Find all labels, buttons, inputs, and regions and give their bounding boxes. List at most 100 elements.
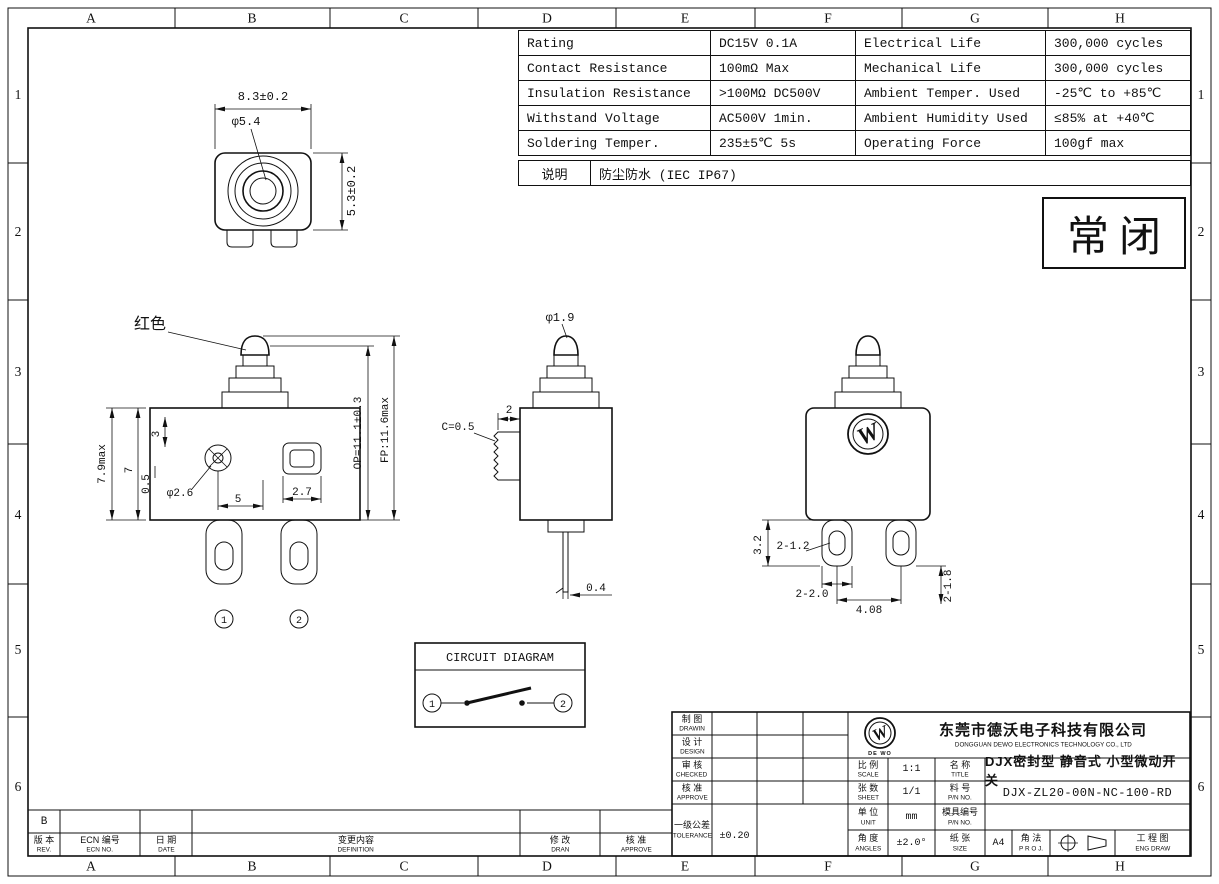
view-back: W 3.2 2-1.2 2-2.0 4.08 2-1.8 [753, 335, 955, 617]
circuit-terminal-1: 1 [429, 700, 435, 711]
plunger-cap [855, 335, 881, 356]
size-value: A4 [992, 837, 1005, 849]
sheet-en: SHEET [857, 793, 879, 802]
title-en: TITLE [951, 770, 969, 779]
size-label: 纸 张 SIZE [935, 830, 985, 856]
dim-top-width: 8.3±0.2 [238, 90, 288, 104]
angles-value: ±2.0° [896, 837, 927, 849]
date-label: 日 期 DATE [140, 833, 192, 856]
circuit-title: CIRCUIT DIAGRAM [446, 651, 554, 665]
switch-lever [466, 686, 532, 705]
spec-table: Rating DC15V 0.1A Electrical Life 300,00… [518, 30, 1191, 156]
front-color-label: 红色 [134, 315, 166, 333]
rev-cn: 版 本 [33, 834, 55, 845]
projection-label: 角 法 P R O J. [1012, 830, 1050, 856]
scale-value: 1:1 [902, 764, 921, 775]
rev-en: REV. [36, 845, 52, 854]
part-no-label: 料 号 P/N NO. [935, 781, 985, 804]
dim-side-dia: φ1.9 [546, 311, 575, 325]
definition-label: 变更内容 DEFINITION [192, 833, 520, 856]
mold-no-label: 模具编号 P/N NO. [935, 804, 985, 830]
company-name-cn: 东莞市德沃电子科技有限公司 [938, 722, 1147, 740]
grid-col-label: B [247, 11, 256, 26]
spec-label-cell: Electrical Life [855, 30, 1046, 56]
grid-row-label: 3 [1198, 364, 1205, 379]
spec-label-cell: Ambient Humidity Used [855, 105, 1046, 131]
sheet-value: 1/1 [902, 787, 921, 798]
strip-approve-label: 核 准 APPROVE [600, 833, 672, 856]
spec-value-cell: 100mΩ Max [710, 55, 856, 81]
dewo-logo-mark: W [847, 413, 889, 455]
drawing-title-value: DJX密封型 静音式 小型微动开关 [985, 753, 1177, 788]
spec-value-cell: 300,000 cycles [1045, 55, 1191, 81]
part-no-cn: 料 号 [949, 782, 971, 793]
ecn-label: ECN 编号 ECN NO. [60, 833, 140, 856]
spec-value-cell: -25℃ to +85℃ [1045, 80, 1191, 106]
approve-cn: 核 准 [681, 782, 703, 793]
tolerance-value: ±0.20 [719, 830, 750, 842]
grid-row-label: 3 [15, 364, 22, 379]
scale-label: 比 例 SCALE [848, 758, 888, 781]
angles-label: 角 度 ANGLES [848, 830, 888, 856]
part-no-en: P/N NO. [948, 793, 972, 802]
unit-label: 单 位 UNIT [848, 804, 888, 830]
grid-row-label: 5 [1198, 642, 1205, 657]
tolerance-label: 一级公差 TOLERANCE [672, 804, 712, 856]
spec-value-cell: 300,000 cycles [1045, 30, 1191, 56]
plunger-cap [553, 335, 579, 356]
dran-en: DRAN [550, 845, 570, 854]
dim-front-7: 7 [124, 467, 136, 474]
grid-row-label: 1 [1198, 87, 1205, 102]
projection-en: P R O J. [1018, 844, 1044, 852]
dim-front-27: 2.7 [292, 487, 312, 499]
rev-label: 版 本 REV. [28, 833, 60, 856]
spec-label-cell: Withstand Voltage [518, 105, 711, 131]
date-en: DATE [157, 845, 175, 854]
grid-col-label: A [86, 11, 96, 26]
tolerance-en: TOLERANCE [672, 831, 712, 839]
dim-front-op: OP=11.1±0.3 [353, 397, 365, 470]
dim-top-height: 5.3±0.2 [345, 166, 359, 216]
tolerance-cn: 一级公差 [673, 820, 710, 831]
dim-back-408: 4.08 [856, 605, 882, 617]
unit-cn: 单 位 [857, 807, 879, 818]
spec-value-cell: >100MΩ DC500V [710, 80, 856, 106]
drawin-cn: 制 图 [681, 713, 703, 724]
spec-value-cell: AC500V 1min. [710, 105, 856, 131]
grid-row-label: 4 [1198, 507, 1205, 522]
grid-col-label: D [542, 859, 552, 874]
eng-draw-cn: 工 程 图 [1136, 833, 1169, 844]
checked-en: CHECKED [676, 770, 708, 779]
dim-side-04: 0.4 [586, 583, 606, 595]
angles-en: ANGLES [855, 844, 881, 852]
drawin-en: DRAWIN [679, 724, 705, 733]
dim-front-05: 0.5 [141, 474, 153, 494]
grid-row-label: 4 [15, 507, 22, 522]
spec-label-cell: Soldering Temper. [518, 130, 711, 156]
mold-no-cn: 模具编号 [941, 807, 978, 818]
grid-col-label: A [86, 859, 96, 874]
spec-label-cell: Ambient Temper. Used [855, 80, 1046, 106]
checked-label: 审 核 CHECKED [672, 758, 712, 781]
design-en: DESIGN [679, 747, 705, 756]
switch-body [519, 407, 613, 521]
spec-row: Soldering Temper. 235±5℃ 5s Operating Fo… [518, 130, 1191, 156]
spec-label-cell: Insulation Resistance [518, 80, 711, 106]
company-name-en: DONGGUAN DEWO ELECTRONICS TECHNOLOGY CO.… [954, 741, 1132, 749]
dim-side-2: 2 [506, 405, 513, 417]
company-logo: W DE WO [864, 717, 896, 757]
spec-label-cell: Rating [518, 30, 711, 56]
switch-body [149, 407, 361, 521]
terminal-pin [562, 531, 569, 593]
grid-col-label: C [399, 11, 408, 26]
revision-marker: B [40, 815, 48, 828]
dim-front-3: 3 [151, 431, 163, 438]
grid-labels: A B C D E F G H A B C D E F G H 1 2 3 4 … [15, 11, 1205, 874]
dim-front-5: 5 [235, 494, 242, 506]
dim-front-dia: φ2.6 [167, 488, 193, 500]
unit-en: UNIT [860, 818, 876, 826]
definition-cn: 变更内容 [337, 834, 374, 845]
view-top: 8.3±0.2 φ5.4 5.3±0.2 [214, 90, 359, 248]
